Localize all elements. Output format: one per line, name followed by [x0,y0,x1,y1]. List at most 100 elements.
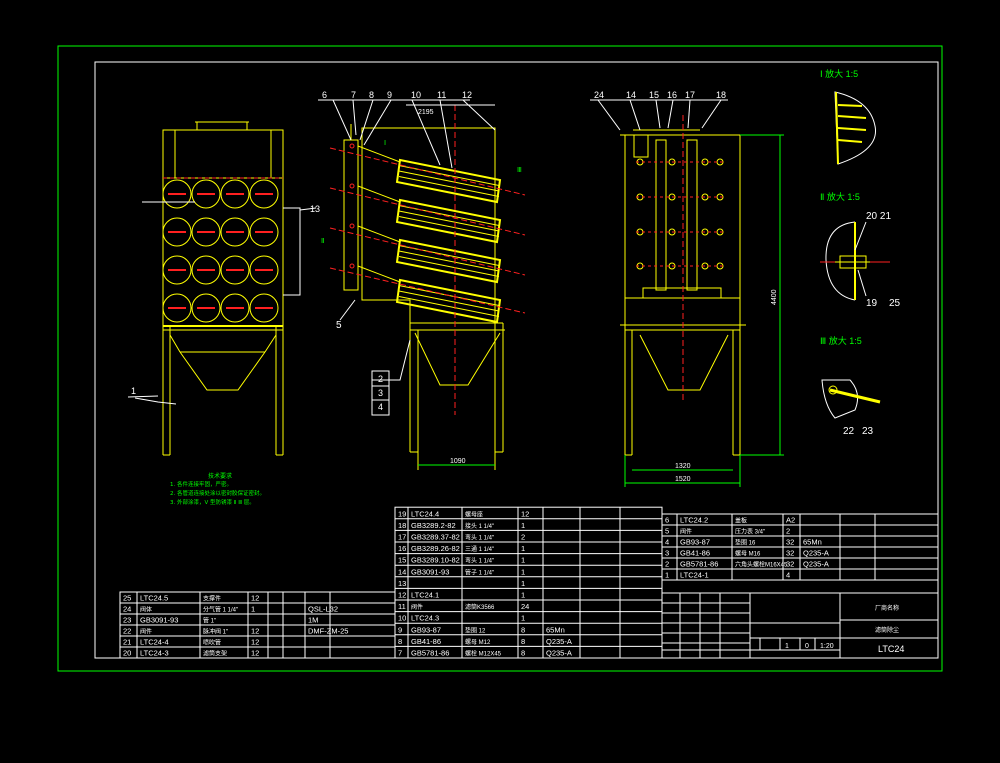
filter-cartridge [395,278,502,324]
filter-circle [220,217,250,247]
filter-circle [220,293,250,323]
notes-line-1: 1. 各件连接牢固，严密。 [170,482,232,488]
notes-line-3: 3. 外部涂漆，V 型防锈漆 Ⅱ Ⅲ 层。 [170,500,255,506]
detail-3-title: Ⅲ 放大 1:5 [820,335,862,346]
table-cell: 12 [398,591,406,600]
title-drawing-name: 滤筒除尘 [875,626,899,634]
table-cell: 弯头 1 1/4" [465,557,494,565]
detail-3: Ⅲ 放大 1:5 22 23 [820,335,881,437]
callout-15: 15 [649,90,659,100]
table-cell: 接头 1 1/4" [465,522,494,530]
cartridge-hatch [398,296,500,317]
side-leaders [332,99,496,416]
table-cell: 压力表 3/4" [735,528,765,536]
table-cell: GB41-86 [680,549,710,558]
callout-16: 16 [667,90,677,100]
detail-2-callout-20-21: 20 21 [866,211,891,222]
table-cell: 8 [398,637,402,646]
filter-circle [249,179,279,209]
filter-circle [249,217,279,247]
callout-8: 8 [369,90,374,100]
left-view [162,121,284,456]
detail-2-callout-19: 19 [866,298,878,309]
cartridge-hatch [398,250,500,272]
notes-title: 技术要求 [207,473,232,480]
detail-2-title: Ⅱ 放大 1:5 [820,191,860,202]
cartridge-hatch [398,256,500,277]
dim-height-text: 4400 [771,289,778,305]
table-cell: 15 [398,556,406,565]
detail-3-callout-22: 22 [843,426,855,437]
table-cell: GB93-87 [680,538,710,547]
table-cell: Q235-A [803,560,829,569]
callout-17: 17 [685,90,695,100]
cartridge-hatch [398,165,500,186]
dim-front-inner: 1320 [675,463,691,470]
callout-1: 1 [131,386,136,396]
callout-13: 13 [310,204,320,214]
filter-circle [162,255,192,285]
table-cell: GB3289.2-82 [411,521,456,530]
table-cell: 阀件 [140,628,152,636]
table-cell: 弯头 1 1/4" [465,534,494,542]
callout-11: 11 [437,90,446,100]
table-cell: 13 [398,579,406,588]
callout-9: 9 [387,90,392,100]
table-cell: 10 [398,614,406,623]
table-cell: GB5781-86 [680,560,718,569]
table-cell: 11 [398,602,406,611]
table-cell: 垫圈 12 [465,626,486,634]
title-code: LTC24 [878,644,904,654]
table-cell: GB3289.37-82 [411,533,460,542]
filter-circle [249,293,279,323]
filter-circle [191,255,221,285]
cartridge-hatch [398,205,500,226]
filter-circles-grid [162,177,283,323]
table-cell: QSL-L32 [308,605,338,614]
filter-circle [191,217,221,247]
callout-6: 6 [322,90,327,100]
table-cell: 12 [251,594,259,603]
cartridge-hatch [398,170,500,192]
callout-4: 4 [378,402,383,412]
detail-3-callout-23: 23 [862,426,874,437]
table-cell: 32 [786,560,794,569]
dim-side-base-text: 1090 [450,458,466,465]
callout-14: 14 [626,90,636,100]
valve-dot [349,263,355,269]
filter-cartridge [395,238,502,284]
dim-top-width: 2195 [418,109,434,116]
filter-cartridge [395,198,502,244]
table-cell: 垫圈 16 [735,539,756,547]
table-cell: 14 [398,567,406,576]
title-weight: 0 [805,643,809,650]
table-cell: 5 [665,527,669,536]
callout-2: 2 [378,374,383,384]
table-cell: 1 [251,605,255,614]
section-marks: Ⅰ Ⅱ Ⅲ [321,140,522,245]
table-cell: Q235-A [546,637,572,646]
technical-notes: 技术要求 1. 各件连接牢固，严密。 2. 各管道连接处涂以密封胶保证密封。 3… [170,472,270,508]
outer-frame [57,45,943,672]
table-cell: 7 [398,649,402,658]
table-cell: 三通 1 1/4" [465,545,494,553]
title-sheet-no: 1 [785,643,789,650]
table-cell: 1 [521,614,525,623]
title-company: 厂商名称 [875,604,899,612]
table-cell: 22 [123,627,131,636]
table-cell: 1 [521,591,525,600]
cartridge-hatch [398,290,500,312]
table-cell: 65Mn [546,625,565,634]
detail-1: Ⅰ 放大 1:5 [820,68,877,165]
table-cell: 分气管 1 1/4" [203,606,238,614]
cartridge-hatch [398,210,500,232]
filter-circle [191,293,221,323]
callout-24: 24 [594,90,604,100]
table-cell: GB5781-86 [411,649,449,658]
callout-7: 7 [351,90,356,100]
table-cell: 1 [521,556,525,565]
table-cell: LTC24-1 [680,571,709,580]
